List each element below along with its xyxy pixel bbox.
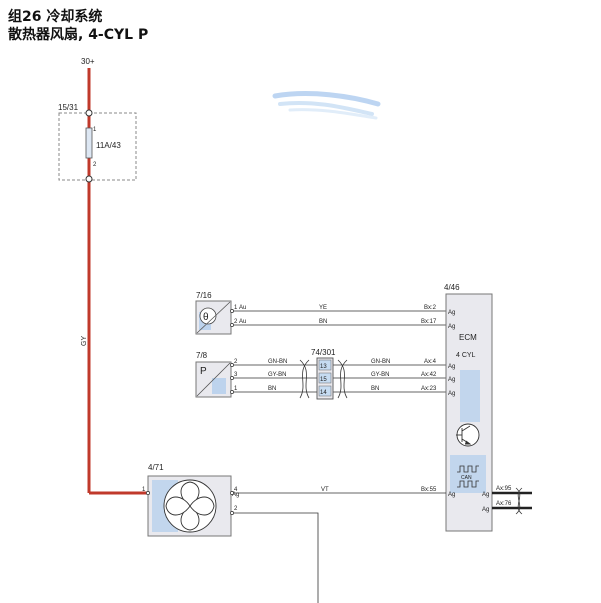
fan-pin-in: 1 <box>142 487 146 493</box>
wire-vt-label: VT <box>321 487 329 493</box>
wire-ye-label: YE <box>319 305 327 311</box>
fuse-pin2: 2 <box>93 162 97 168</box>
ecm-pin-ax23: Ax:23 <box>421 386 437 392</box>
connector-pin-1: 13 <box>320 364 327 370</box>
ecm-ref: 4/46 <box>444 283 460 292</box>
ecm-pin-type-5: Ag <box>448 391 455 397</box>
main-wire-color-label: GY <box>81 336 88 346</box>
decorative-brush-mark <box>272 91 381 120</box>
ecm-name: ECM <box>459 333 477 342</box>
fuse-rating: 11A/43 <box>96 141 121 150</box>
fan-ref: 4/71 <box>148 463 164 472</box>
wire-gn-bn-label-left: GN-BN <box>268 359 287 365</box>
fuse-ref: 15/31 <box>58 103 79 112</box>
temp-pin2-dot <box>230 323 234 327</box>
ecm-shade-upper <box>460 370 480 422</box>
wire-fan-ground <box>232 512 319 603</box>
fan-pin-out2: 2 <box>234 506 238 512</box>
fuse-terminal-bottom <box>85 175 93 183</box>
ecm-pin-ax95: Ax:95 <box>496 486 512 492</box>
pressure-pin-c: 1 <box>234 386 238 392</box>
twisted-pair-left <box>299 359 310 399</box>
can-bus-icon <box>457 465 479 488</box>
ecm-pin-type-1: Ag <box>448 310 455 316</box>
connector-pin-3: 14 <box>320 390 327 396</box>
thermistor-icon <box>199 307 217 325</box>
temp-pin1: 1 <box>234 305 238 311</box>
ecm-pin-bx17: Bx:17 <box>421 319 437 325</box>
pressure-pin-b-dot <box>230 376 234 380</box>
page-subtitle: 散热器风扇, 4-CYL P <box>8 27 149 43</box>
pressure-pin-c-dot <box>230 390 234 394</box>
page-title: 组26 冷却系统 <box>8 9 103 25</box>
can-label: CAN <box>461 475 472 481</box>
fan-pin-out2-dot <box>230 511 234 515</box>
fuse-element <box>85 127 93 159</box>
twisted-pair-right <box>337 359 348 399</box>
ecm-pin-ax4: Ax:4 <box>424 359 437 365</box>
pressure-sensor-ref: 7/8 <box>196 351 208 360</box>
ecm-pin-bx55: Bx:55 <box>421 487 437 493</box>
transistor-icon <box>456 423 480 447</box>
ecm-can-pin-type-2: Ag <box>482 507 489 513</box>
fuse-pin1: 1 <box>93 127 97 133</box>
pressure-sensor-shade <box>212 378 226 394</box>
ecm-pin-type-6: Ag <box>448 492 455 498</box>
pressure-sensor-diagonal <box>196 362 231 397</box>
ecm-variant: 4 CYL <box>456 352 476 359</box>
fan-pin-out1: 4 <box>234 487 238 493</box>
connector-pin-cell-3 <box>318 385 332 397</box>
ecm-can-pin-type-1: Ag <box>482 492 489 498</box>
temp-pin2-type: Au <box>239 319 246 325</box>
temp-sensor-ref: 7/16 <box>196 291 212 300</box>
temp-pin1-type: Au <box>239 305 246 311</box>
connector-pin-cell-2 <box>318 372 332 384</box>
wire-bn-label-left: BN <box>268 386 276 392</box>
ecm-pin-type-4: Ag <box>448 377 455 383</box>
connector-pin-cell-1 <box>318 359 332 371</box>
fuse-housing <box>58 112 137 181</box>
temp-sensor-diagonal <box>196 301 231 334</box>
wire-bn-label-right: BN <box>371 386 379 392</box>
pressure-pin-a-dot <box>230 363 234 367</box>
temp-pin2: 2 <box>234 319 238 325</box>
ecm-pin-bx2: Bx:2 <box>424 305 437 311</box>
wire-gn-bn-label-right: GN-BN <box>371 359 390 365</box>
fan-pin-in-dot <box>146 491 150 495</box>
fan-pin-type: Ag <box>232 492 239 498</box>
fuse-terminal-top <box>85 109 93 117</box>
fan-icon <box>163 479 217 533</box>
ecm-pin-type-2: Ag <box>448 324 455 330</box>
ecm-pin-ax76: Ax:76 <box>496 501 512 507</box>
fan-pin-out1-dot <box>230 491 234 495</box>
connector-pin-2: 15 <box>320 377 327 383</box>
supply-label: 30+ <box>81 57 95 66</box>
wire-bn-temp-label: BN <box>319 319 327 325</box>
connector-ref: 74/301 <box>311 348 336 357</box>
ecm-pin-type-3: Ag <box>448 364 455 370</box>
temp-sensor-symbol: θ <box>203 312 209 323</box>
can-twist-marker <box>515 487 523 515</box>
pressure-sensor-symbol: P <box>200 366 207 377</box>
temp-pin1-dot <box>230 309 234 313</box>
ecm-pin-ax42: Ax:42 <box>421 372 437 378</box>
pressure-pin-b: 3 <box>234 372 238 378</box>
wire-gy-bn-label-right: GY-BN <box>371 372 389 378</box>
wire-gy-bn-label-left: GY-BN <box>268 372 286 378</box>
pressure-pin-a: 2 <box>234 359 238 365</box>
